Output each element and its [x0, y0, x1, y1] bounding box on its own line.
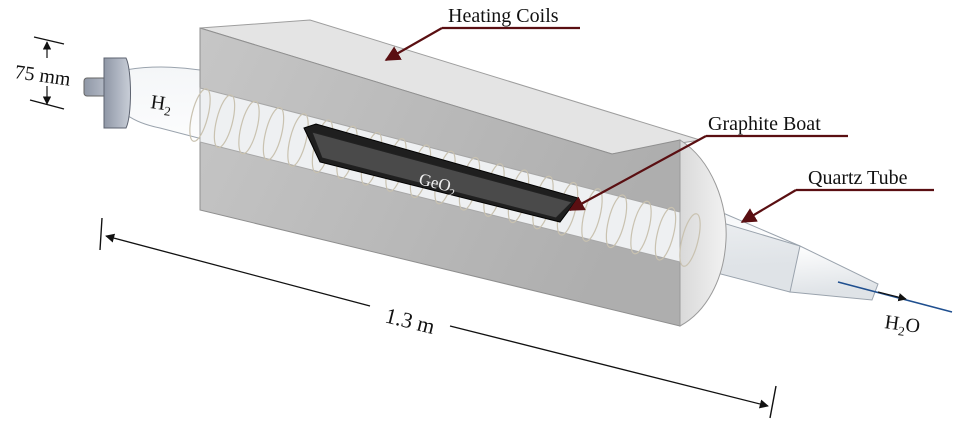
length-tick-right [769, 385, 777, 419]
outlet-label-a: H [883, 311, 900, 335]
heating-coil-ring [605, 194, 628, 249]
outlet-label-sub: 2 [897, 323, 906, 339]
inlet-flange [103, 57, 131, 129]
outlet-line [837, 281, 953, 313]
diameter-tick-top [33, 36, 65, 45]
length-arrow-left [105, 233, 371, 307]
heating-coil-ring [238, 100, 260, 155]
outlet-label: H2O [883, 311, 922, 341]
length-label: 1.3 m [383, 303, 438, 339]
length-arrow-right [449, 325, 769, 409]
heating-coils-label: Heating Coils [448, 5, 559, 27]
boat-content-sub: 2 [447, 187, 455, 200]
heating-coil-ring [189, 88, 211, 142]
gas-inlet-sub: 2 [163, 103, 172, 119]
heating-coil-ring [262, 106, 285, 161]
gas-inlet-label: H2 [149, 91, 173, 119]
heating-coils-leader [384, 27, 443, 61]
heating-coil-ring [213, 94, 236, 149]
outlet-arrow [877, 291, 907, 302]
heating-coil-ring [679, 213, 701, 267]
furnace-end-cap [679, 139, 727, 327]
heating-coil-ring [287, 113, 309, 167]
heating-coil-ring [630, 200, 652, 255]
quartz-tube-label: Quartz Tube [808, 167, 908, 189]
length-tick-left [99, 217, 103, 251]
graphite-boat [311, 131, 573, 219]
gas-inlet-base: H [149, 91, 166, 115]
graphite-boat-leader [568, 135, 707, 211]
graphite-boat-label: Graphite Boat [708, 113, 821, 135]
heating-coil-ring [654, 206, 677, 261]
heating-coil-ring [581, 188, 603, 242]
diameter-label: 75 mm [13, 61, 72, 91]
quartz-tube-leader [740, 189, 797, 223]
outlet-label-b: O [904, 314, 921, 338]
